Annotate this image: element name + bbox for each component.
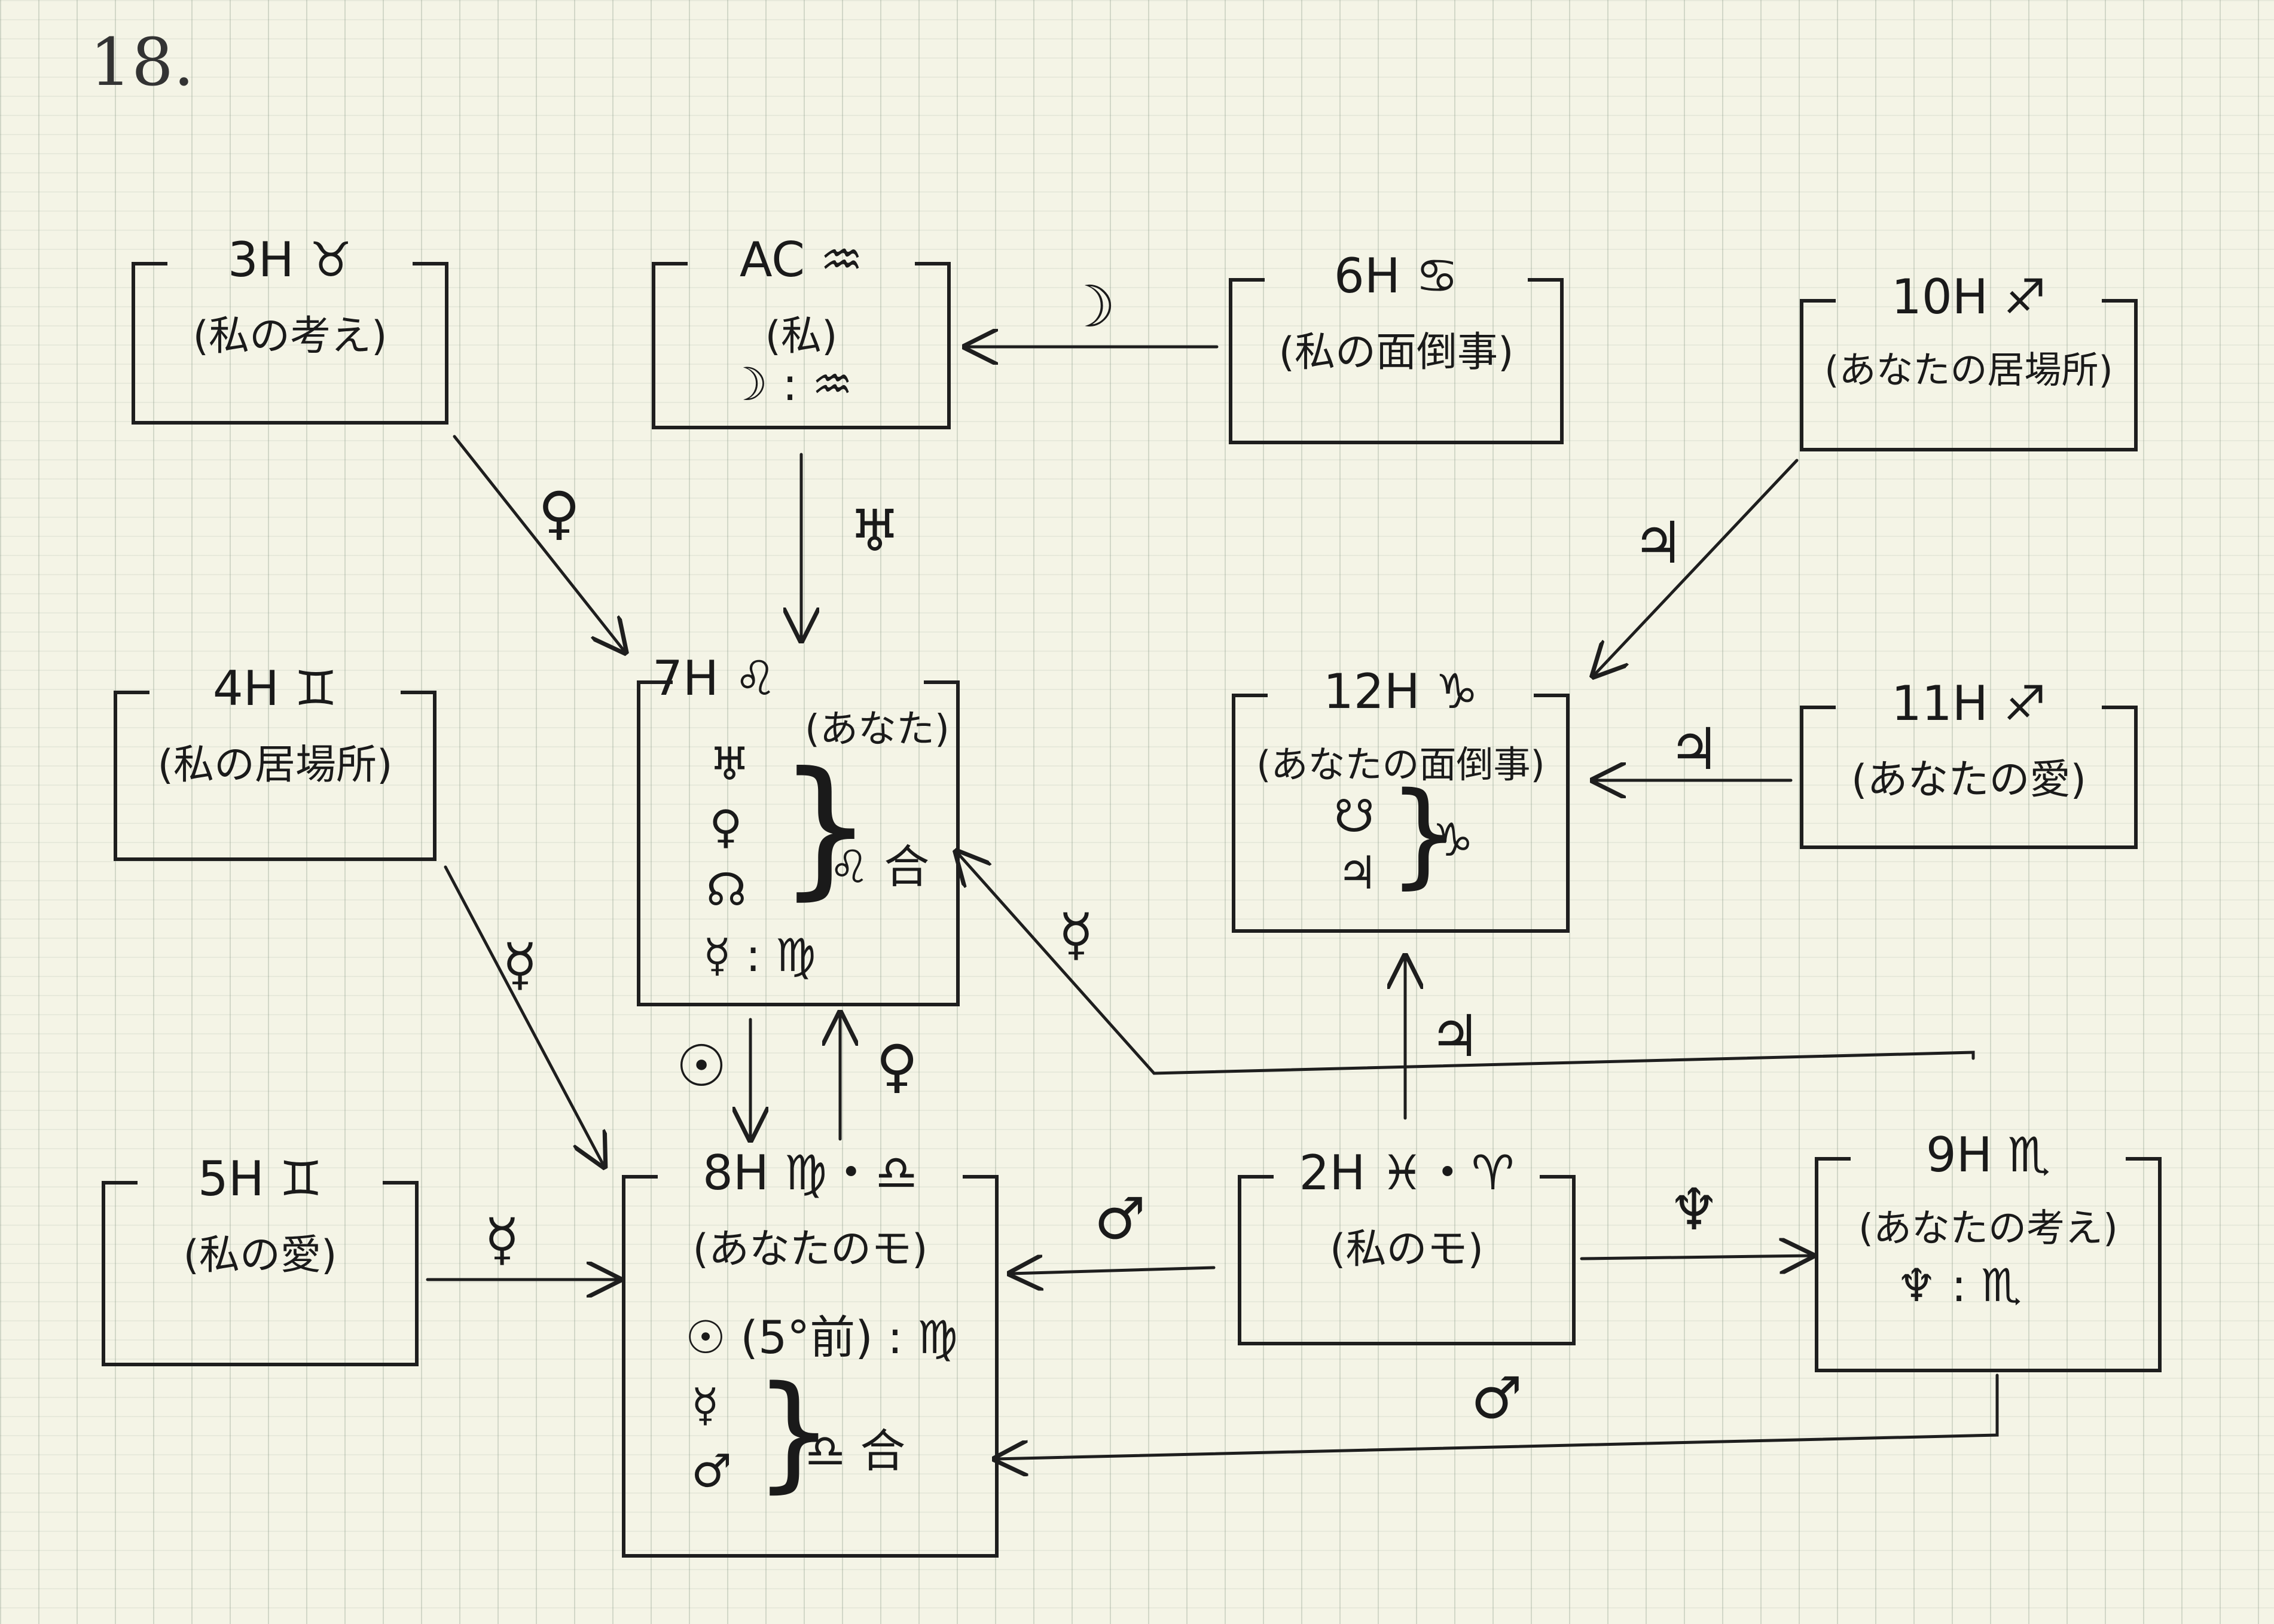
house-8-heading: 8H ♍・♎ [703, 1145, 918, 1201]
arrow-h2-to-h9 [1580, 1256, 1812, 1259]
arrow-label-mars-h2: ♂ [1094, 1185, 1146, 1252]
page-number: 18. [90, 24, 194, 100]
arrow-h10-to-h12 [1594, 459, 1799, 676]
house-2-box: 2H ♓・♈ (私のモ) [1238, 1145, 1576, 1345]
arrow-label-mercury-h5: ☿ [484, 1206, 520, 1273]
arrow-label-venus-h8: ♀ [876, 1033, 918, 1100]
house-9-neptune-line: ♆ : ♏ [1896, 1259, 2022, 1312]
arrow-label-mercury-h4: ☿ [502, 931, 538, 998]
house-6-subtitle: (私の面倒事) [1278, 329, 1514, 376]
house-4-heading: 4H ♊ [212, 661, 338, 716]
arrow-h9-to-h7 [957, 852, 1975, 1075]
house-4-subtitle: (私の居場所) [157, 741, 393, 789]
arrow-label-uranus: ♅ [849, 497, 901, 564]
house-8-conjunction-label: ♎ 合 [805, 1424, 906, 1478]
house-5-box: 5H ♊ (私の愛) [102, 1151, 419, 1366]
arrow-label-jupiter-h10: ♃ [1632, 509, 1684, 576]
house-7-brace: } [778, 740, 874, 914]
house-9-box: 9H ♏ (あなたの考え) ♆ : ♏ [1815, 1127, 2162, 1372]
ascendant-box: AC ♒ (私) ☽ : ♒ [652, 232, 951, 429]
house-11-heading: 11H ♐ [1891, 676, 2047, 731]
house-12-planet-jupiter: ♃ [1337, 846, 1378, 899]
arrow-label-mercury-h9: ☿ [1058, 901, 1094, 968]
house-7-planet-node: ☊ [706, 863, 747, 916]
house-5-heading: 5H ♊ [197, 1151, 323, 1207]
arrow-h4-to-h8 [444, 865, 604, 1166]
house-10-subtitle: (あなたの居場所) [1824, 348, 2113, 392]
house-11-subtitle: (あなたの愛) [1851, 756, 2087, 804]
arrow-label-mars-h9: ♂ [1471, 1364, 1523, 1431]
house-8-sun-line: ☉ (5°前) : ♍ [685, 1311, 958, 1364]
arrow-h2-to-h8 [1011, 1268, 1216, 1274]
house-2-heading: 2H ♓・♈ [1299, 1145, 1515, 1201]
house-9-subtitle: (あなたの考え) [1858, 1207, 2118, 1251]
arrow-label-moon: ☽ [1064, 273, 1116, 340]
house-3-box: 3H ♉ (私の考え) [132, 232, 448, 425]
house-12-box: 12H ♑ (あなたの面倒事) ☋ ♃ } ♑ [1232, 664, 1570, 933]
house-8-planet-mars: ♂ [691, 1444, 732, 1497]
house-12-planet-south-node: ☋ [1334, 789, 1375, 842]
house-7-box: 7H ♌ (あなた) ♅ ♀ ☊ ☿ : ♍ } ♌ 合 [637, 651, 960, 1006]
arrow-label-neptune: ♆ [1668, 1176, 1720, 1243]
house-11-box: 11H ♐ (あなたの愛) [1800, 676, 2138, 849]
house-8-planet-mercury: ☿ [691, 1378, 719, 1431]
house-2-subtitle: (私のモ) [1329, 1226, 1484, 1273]
arrow-label-jupiter-h2: ♃ [1429, 1003, 1481, 1070]
house-12-brace: } [1388, 768, 1460, 900]
house-7-heading: 7H ♌ [652, 651, 777, 706]
house-7-subtitle: (あなた) [805, 707, 950, 752]
house-7-conjunction-label: ♌ 合 [829, 840, 930, 893]
arrow-h3-to-h7 [453, 435, 625, 652]
ascendant-heading: AC ♒ [739, 232, 863, 288]
house-3-heading: 3H ♉ [227, 232, 353, 288]
arrow-label-sun: ☉ [676, 1033, 728, 1100]
house-8-box: 8H ♍・♎ (あなたのモ) ☉ (5°前) : ♍ ☿ ♂ } ♎ 合 [622, 1145, 999, 1558]
house-12-subtitle: (あなたの面倒事) [1256, 743, 1545, 786]
house-9-heading: 9H ♏ [1925, 1127, 2051, 1183]
house-8-subtitle: (あなたのモ) [692, 1226, 928, 1273]
house-6-heading: 6H ♋ [1333, 248, 1459, 304]
house-7-planet-uranus: ♅ [709, 737, 750, 790]
house-7-planet-venus: ♀ [709, 800, 743, 853]
ascendant-subtitle: (私) [765, 313, 838, 360]
arrow-label-venus-h3: ♀ [538, 480, 581, 547]
house-10-heading: 10H ♐ [1891, 269, 2047, 325]
house-10-box: 10H ♐ (あなたの居場所) [1800, 269, 2138, 451]
house-7-planet-mercury: ☿ : ♍ [703, 929, 816, 982]
house-5-subtitle: (私の愛) [183, 1232, 337, 1279]
house-3-subtitle: (私の考え) [193, 313, 387, 360]
house-4-box: 4H ♊ (私の居場所) [114, 661, 437, 861]
house-6-box: 6H ♋ (私の面倒事) [1229, 248, 1564, 444]
arrow-h9-to-h8 [996, 1373, 1999, 1459]
arrow-label-jupiter-h11: ♃ [1668, 716, 1720, 783]
house-12-conjunction-label: ♑ [1433, 813, 1474, 866]
house-8-brace: } [754, 1359, 834, 1505]
ascendant-moon-line: ☽ : ♒ [727, 358, 853, 411]
house-12-heading: 12H ♑ [1323, 664, 1479, 719]
